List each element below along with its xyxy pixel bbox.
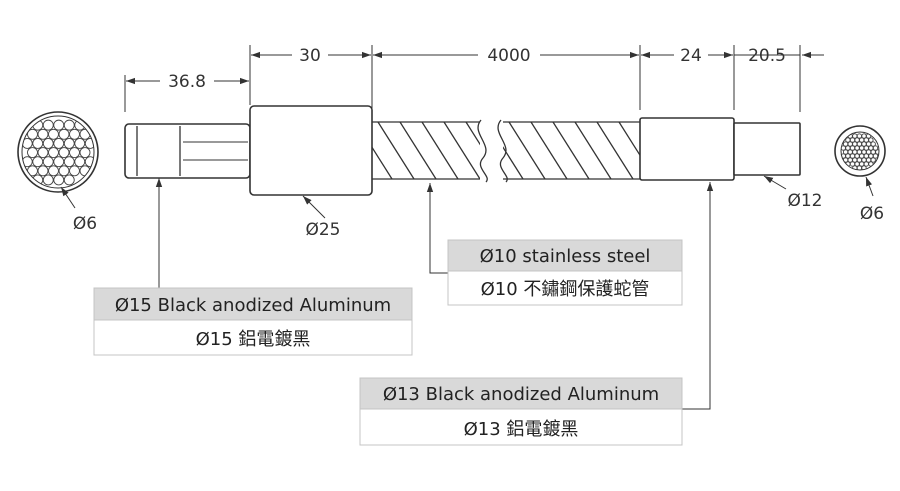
- wire-strand: [875, 149, 879, 155]
- dim-label-1: 36.8: [168, 72, 206, 92]
- hose-winding: [618, 122, 641, 159]
- end-tip: [733, 122, 801, 176]
- left-fitting-callout-en: Ø15 Black anodized Aluminum: [115, 295, 391, 316]
- stainless-hose: [372, 119, 641, 183]
- wire-strand: [48, 147, 59, 158]
- wire-strand: [868, 137, 874, 143]
- left-cable-cross-section: [17, 111, 99, 193]
- dimension-lines: [124, 45, 824, 112]
- wire-strand: [37, 128, 49, 140]
- wire-strand: [84, 156, 94, 168]
- hose-winding: [443, 122, 479, 179]
- hose-callout: Ø10 stainless steel Ø10 不鏽鋼保護蛇管: [447, 239, 683, 306]
- wire-strand: [48, 128, 59, 140]
- dim-label-4: 24: [680, 46, 702, 66]
- wire-strand: [27, 128, 38, 140]
- left-fitting-callout-zh: Ø15 鋁電鍍黑: [196, 329, 311, 350]
- wire-strand: [42, 174, 54, 186]
- wire-strand: [69, 128, 80, 140]
- wire-strand: [58, 128, 70, 140]
- sleeve: [249, 105, 373, 196]
- wire-strand: [37, 165, 49, 177]
- sleeve-diameter-label: Ø25: [305, 220, 340, 240]
- dim-label-3: 4000: [487, 46, 530, 66]
- wire-strand: [32, 156, 44, 168]
- right-fitting-callout-en: Ø13 Black anodized Aluminum: [383, 384, 659, 405]
- wire-strand: [42, 137, 54, 149]
- wire-strand: [84, 137, 94, 149]
- dim-label-2: 30: [299, 46, 321, 66]
- wire-strand: [872, 153, 879, 159]
- wire-strand: [58, 147, 70, 158]
- wire-strand: [74, 156, 86, 168]
- right-fitting: [639, 117, 735, 181]
- wire-strand: [53, 119, 65, 131]
- hose-winding: [372, 146, 393, 179]
- hose-winding: [377, 122, 415, 179]
- wire-strand: [69, 147, 80, 158]
- end-diameter-label: Ø12: [787, 191, 822, 211]
- wire-strand: [53, 156, 65, 168]
- hose-winding: [399, 122, 437, 179]
- wire-strand: [63, 156, 75, 168]
- hose-callout-zh: Ø10 不鏽鋼保護蛇管: [481, 279, 650, 300]
- wire-strand: [69, 165, 80, 177]
- wire-strand: [53, 137, 65, 149]
- wire-strand: [63, 137, 75, 149]
- wire-strand: [42, 119, 54, 131]
- hose-winding: [465, 122, 480, 146]
- left-fitting-callout: Ø15 Black anodized Aluminum Ø15 鋁電鍍黑: [93, 287, 413, 356]
- hose-winding: [552, 122, 590, 179]
- right-fitting-callout: Ø13 Black anodized Aluminum Ø13 鋁電鍍黑: [359, 377, 683, 446]
- hose-winding: [443, 122, 480, 179]
- dim-label-5: 20.5: [748, 46, 786, 66]
- wire-strand: [42, 156, 54, 168]
- hose-callout-en: Ø10 stainless steel: [480, 246, 651, 267]
- wire-strand: [868, 161, 874, 167]
- hose-winding: [530, 122, 568, 179]
- wire-strand: [32, 137, 44, 149]
- wire-strand: [37, 147, 49, 158]
- wire-strand: [27, 147, 38, 158]
- hose-winding: [508, 122, 546, 179]
- hose-winding: [596, 122, 634, 179]
- wire-strand: [63, 119, 75, 131]
- wire-strand: [861, 165, 867, 170]
- wire-strand: [870, 141, 876, 147]
- right-fitting-callout-zh: Ø13 鋁電鍍黑: [464, 419, 579, 440]
- right-cable-diameter-label: Ø6: [860, 204, 884, 224]
- wire-strand: [48, 165, 59, 177]
- right-cable-cross-section: [834, 125, 886, 177]
- hose-winding: [421, 122, 459, 179]
- wire-strand: [53, 174, 65, 186]
- wire-strand: [79, 147, 91, 158]
- wire-strand: [872, 145, 879, 151]
- wire-strand: [27, 165, 38, 177]
- wire-strand: [870, 157, 876, 163]
- wire-strand: [63, 174, 75, 186]
- hose-winding: [503, 146, 524, 179]
- left-cable-diameter-label: Ø6: [73, 214, 97, 234]
- hose-winding: [574, 122, 612, 179]
- left-fitting: [124, 123, 251, 179]
- wire-strand: [74, 137, 86, 149]
- wire-strand: [58, 165, 70, 177]
